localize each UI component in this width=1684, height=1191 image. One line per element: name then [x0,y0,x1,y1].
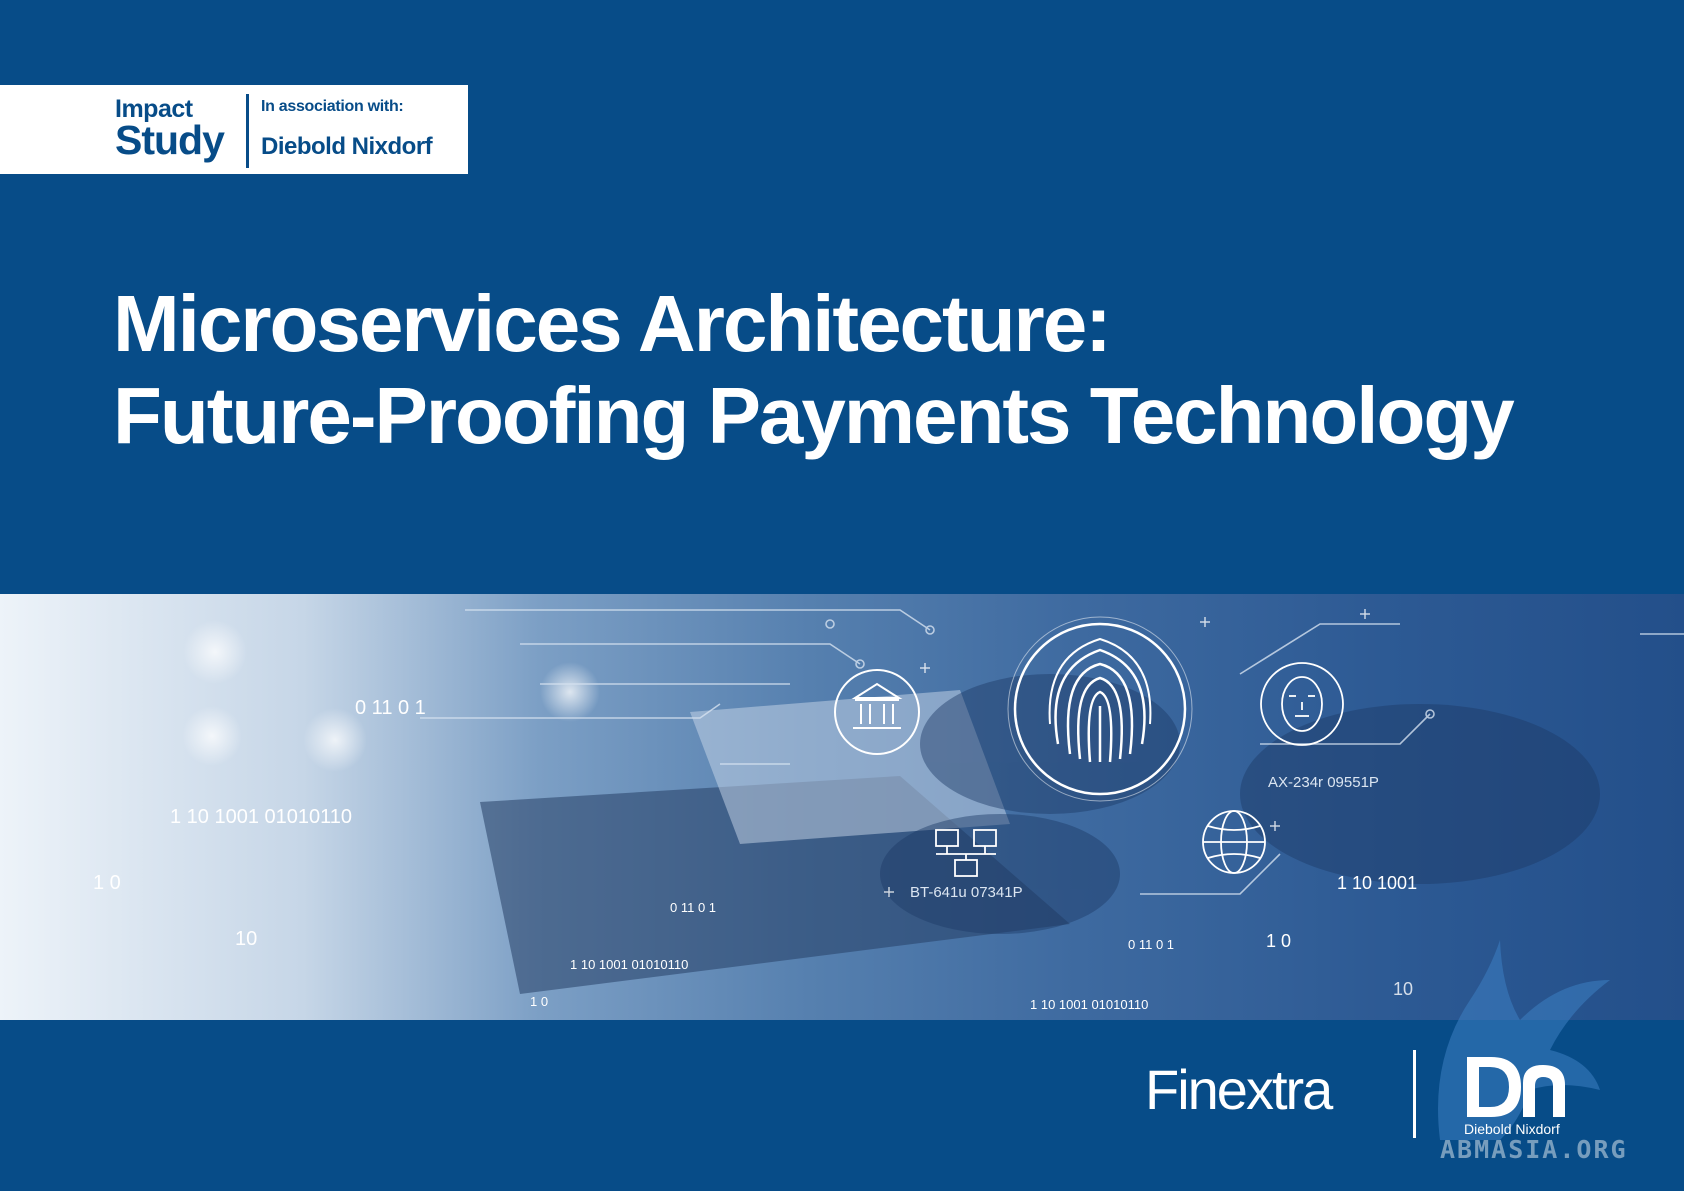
diebold-nixdorf-logo-icon [1467,1057,1565,1117]
report-title: Microservices Architecture: Future-Proof… [113,278,1515,462]
bokeh-lights [182,620,600,772]
binary-text: 1 10 1001 01010110 [570,957,689,972]
tablet-shape [480,690,1070,994]
eagle-watermark-icon [1438,940,1610,1140]
binary-text: 10 [235,928,258,950]
binary-text: 1 0 [93,872,121,894]
bank-icon [834,669,920,755]
title-line-2: Future-Proofing Payments Technology [113,371,1515,460]
network-icon [935,829,997,877]
binary-text: 10 [1393,979,1414,999]
badge-divider [246,94,249,168]
binary-text: 1 10 1001 01010110 [170,806,353,828]
binary-text: 0 11 0 1 [355,697,426,719]
hero-graphic [182,609,1684,994]
fingerprint-icon [1007,616,1193,802]
binary-text: 1 10 1001 01010110 [1030,997,1149,1012]
hero-image: 0 11 0 1 1 10 1001 01010110 1 0 10 0 11 … [0,594,1684,1020]
partner-name: Diebold Nixdorf [261,133,433,160]
footer-divider [1413,1050,1416,1138]
sparkles [884,609,1370,897]
binary-text: 0 11 0 1 [670,900,717,915]
code-text: AX-234r 09551P [1268,774,1379,791]
finextra-logo: Finextra [1145,1058,1333,1121]
binary-text: 0 11 0 1 [1128,937,1175,952]
globe-icon [1202,810,1266,874]
diebold-nixdorf-logo-text: Diebold Nixdorf [1464,1121,1560,1137]
hand-shapes [880,674,1600,934]
binary-text: 1 0 [1266,931,1292,951]
site-watermark: ABMASIA.ORG [1440,1135,1628,1164]
badge-type-line1: Impact [115,95,193,123]
impact-study-badge: Impact Study In association with: Diebol… [0,85,468,174]
code-text: BT-641u 07341P [910,884,1023,901]
binary-text: 1 10 1001 [1337,873,1418,893]
circuit-lines [420,609,1684,895]
title-line-1: Microservices Architecture: [113,279,1112,368]
face-scan-icon [1260,662,1344,746]
association-label: In association with: [261,98,404,115]
binary-text: 1 0 [530,994,549,1009]
badge-type-line2: Study [115,117,225,163]
